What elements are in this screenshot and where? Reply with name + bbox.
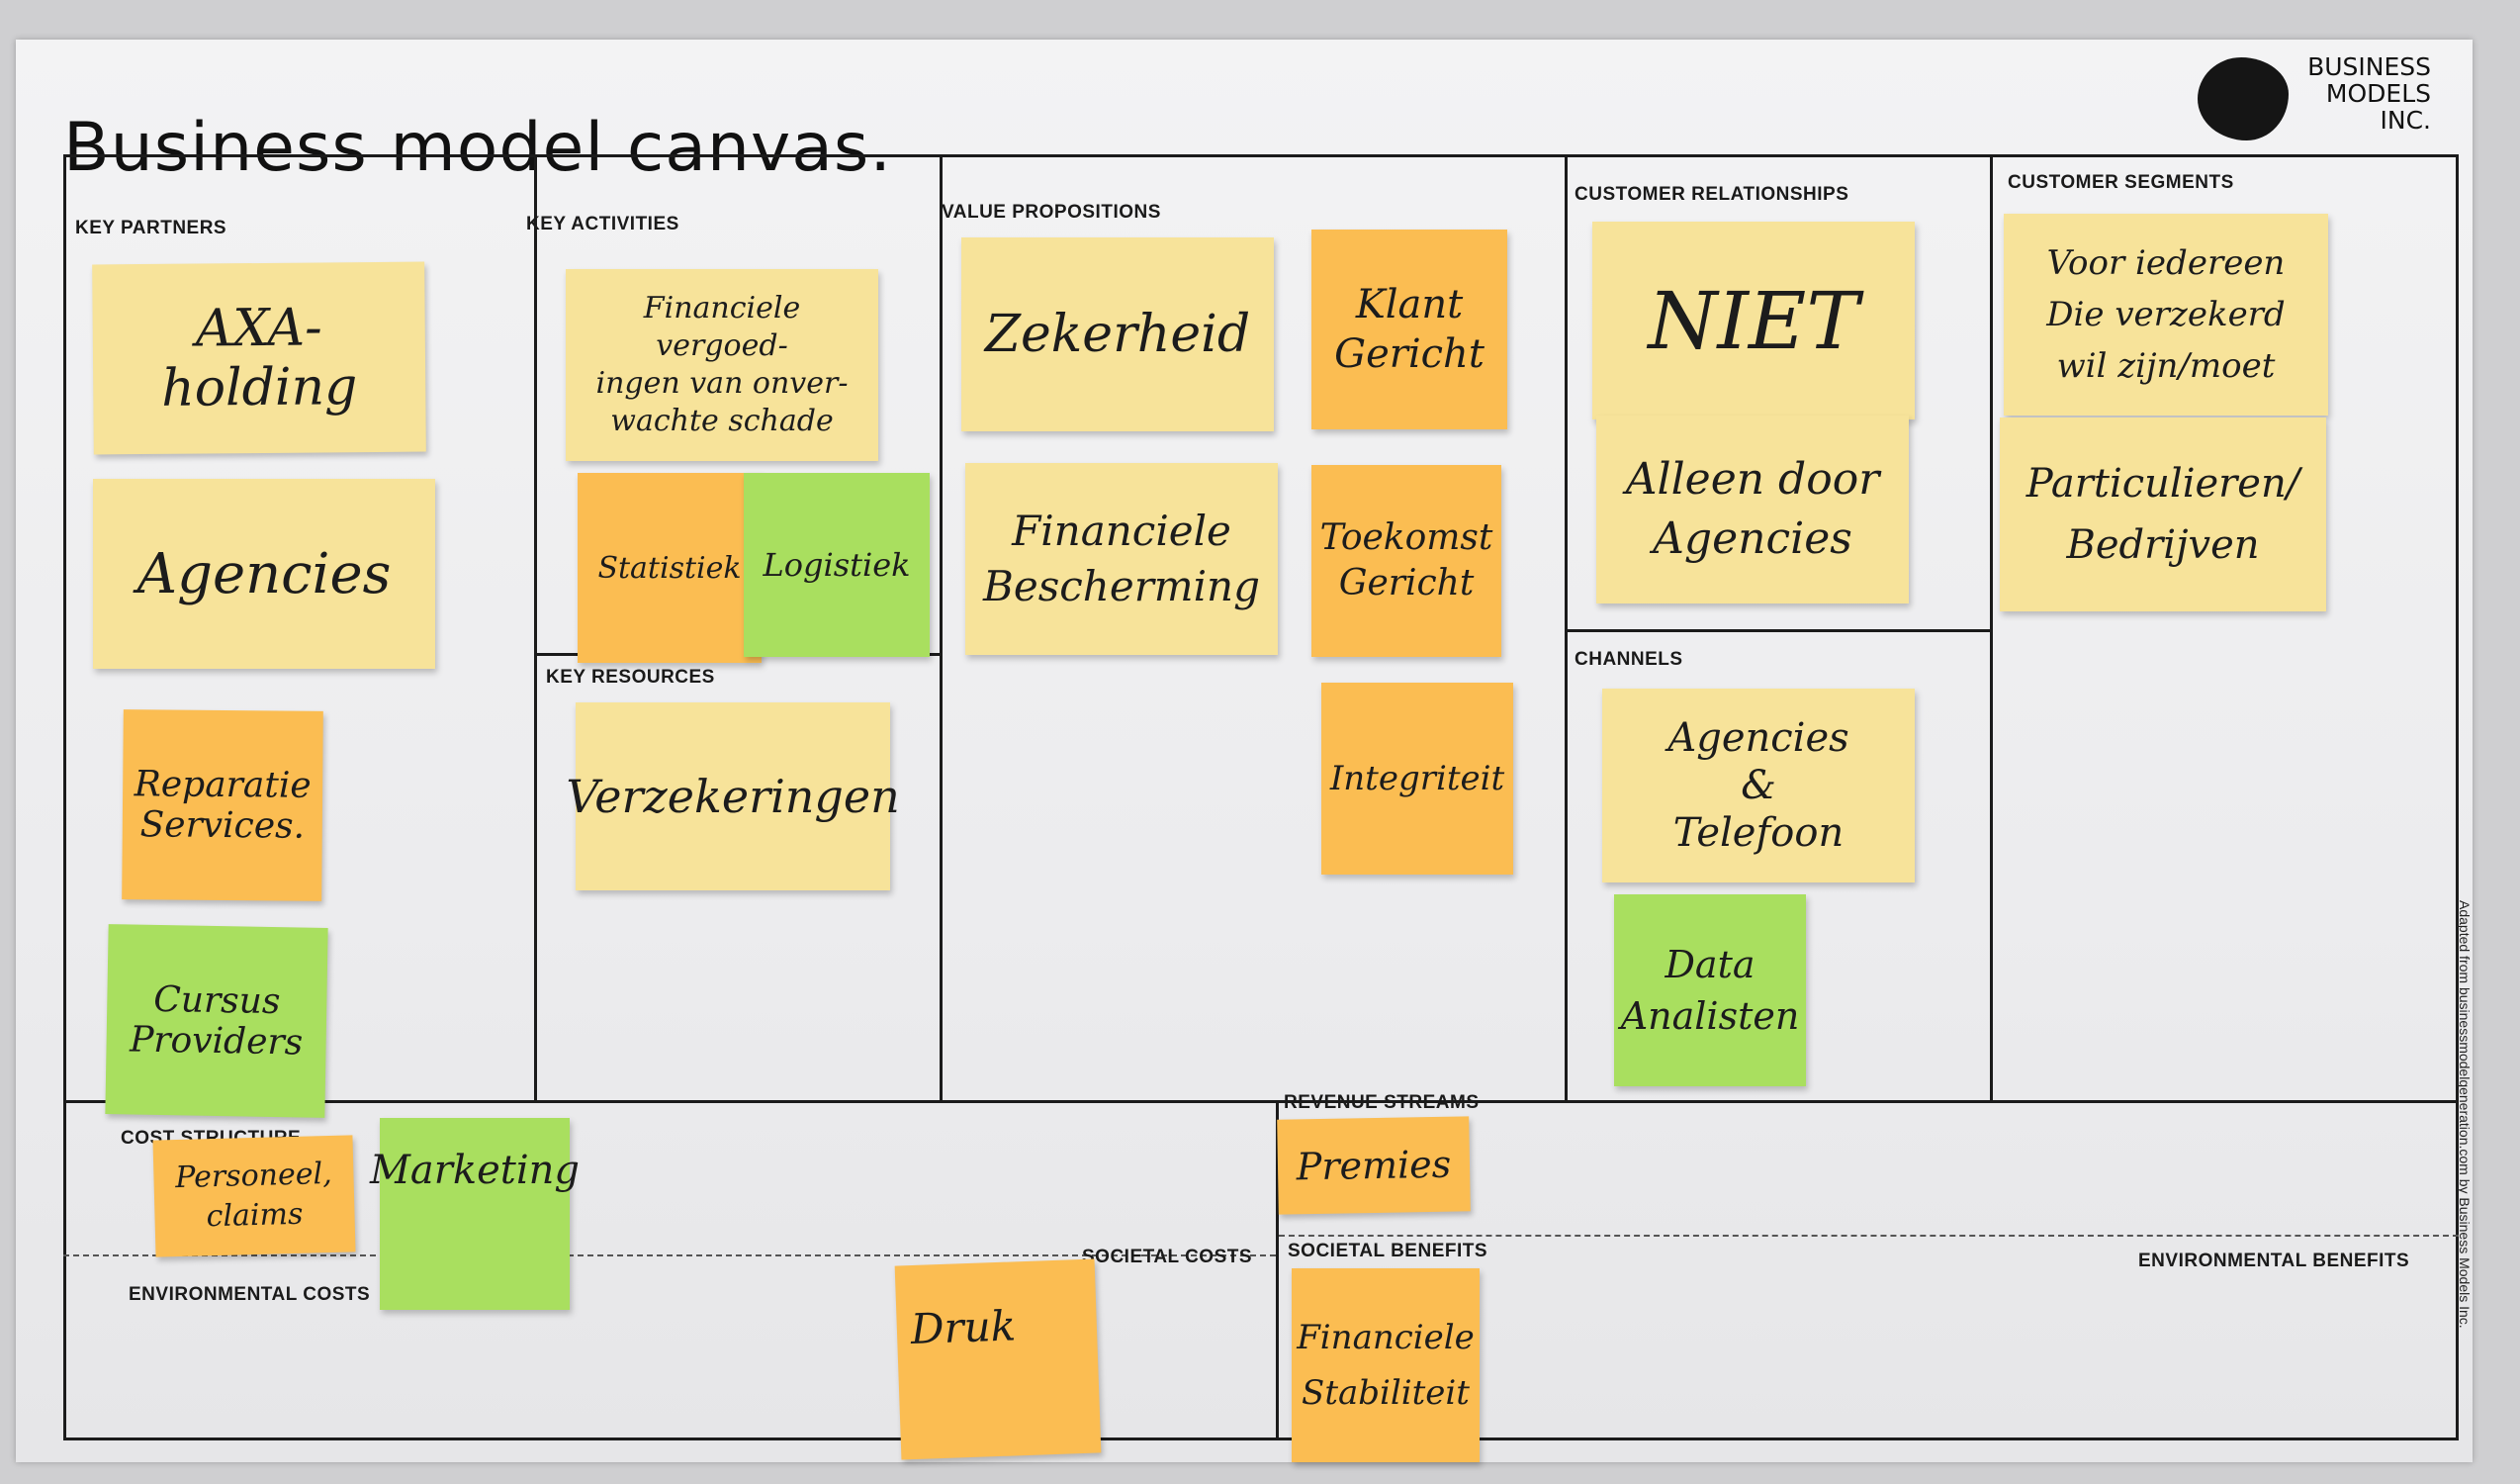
sticky-note-financiele-vergoedingen: Financiele vergoed- ingen van onver- wac… (566, 269, 878, 461)
sticky-note-toekomst-gericht: Toekomst Gericht (1311, 465, 1501, 657)
divider-relationships-segments (1990, 154, 1993, 1100)
brand-name: BUSINESS MODELS INC. (2307, 52, 2431, 135)
sticky-note-axa-holding: AXA-holding (92, 261, 426, 455)
label-key-partners: KEY PARTNERS (75, 218, 227, 238)
sticky-note-integriteit: Integriteit (1321, 683, 1513, 875)
label-key-activities: KEY ACTIVITIES (526, 214, 679, 234)
sticky-note-data-analisten: Data Analisten (1614, 894, 1806, 1086)
sticky-note-agencies-telefoon: Agencies & Telefoon (1602, 689, 1915, 882)
sticky-note-statistiek: Statistiek (578, 473, 762, 663)
sticky-note-niet: NIET (1592, 222, 1915, 419)
sticky-note-financiele-bescherming: Financiele Bescherming (965, 463, 1278, 655)
sticky-note-marketing: Marketing (370, 1118, 580, 1310)
sticky-note-premies: Premies (1277, 1116, 1471, 1215)
sticky-note-cursus-providers: Cursus Providers (105, 924, 328, 1118)
sticky-note-klant-gericht: Klant Gericht (1311, 230, 1507, 429)
label-environmental-costs: ENVIRONMENTAL COSTS (129, 1284, 371, 1305)
label-societal-benefits: SOCIETAL BENEFITS (1288, 1241, 1488, 1261)
dashed-line-cost (63, 1254, 1276, 1256)
sticky-note-verzekeringen: Verzekeringen (566, 702, 900, 890)
canvas-grid-frame (63, 154, 2459, 1440)
canvas-title: Business model canvas. (63, 109, 892, 187)
divider-partners-activities (534, 154, 537, 1100)
sticky-note-particulieren-bedrijven: Particulieren/ Bedrijven (2000, 417, 2326, 611)
sticky-note-logistiek: Logistiek (744, 473, 930, 657)
label-societal-costs: SOCIETAL COSTS (1082, 1247, 1253, 1267)
sticky-note-voor-iedereen: Voor iedereen Die verzekerd wil zijn/moe… (2004, 214, 2328, 416)
brand-logo-icon (2198, 57, 2289, 140)
sticky-note-zekerheid: Zekerheid (961, 237, 1274, 431)
divider-value-relationships (1565, 154, 1568, 1100)
divider-relationships-channels (1565, 629, 1993, 632)
sticky-note-personeel-claims: Personeel, claims (152, 1135, 356, 1257)
sticky-note-agencies: Agencies (93, 479, 435, 669)
label-environmental-benefits: ENVIRONMENTAL BENEFITS (2138, 1251, 2410, 1271)
attribution-credit: Adapted from businessmodelgeneration.com… (2457, 900, 2473, 1329)
sticky-note-alleen-door-agencies: Alleen door Agencies (1596, 416, 1909, 603)
sticky-note-druk: Druk (894, 1258, 1102, 1460)
divider-cost-revenue (1276, 1100, 1279, 1440)
label-revenue-streams: REVENUE STREAMS (1284, 1092, 1480, 1113)
sticky-note-financiele-stabiliteit: Financiele Stabiliteit (1292, 1268, 1480, 1462)
label-value-propositions: VALUE PROPOSITIONS (942, 202, 1161, 223)
label-channels: CHANNELS (1575, 649, 1683, 670)
label-customer-relationships: CUSTOMER RELATIONSHIPS (1575, 184, 1849, 205)
divider-main-bottom (63, 1100, 2459, 1103)
label-customer-segments: CUSTOMER SEGMENTS (2008, 172, 2234, 193)
divider-activities-value (940, 154, 943, 1100)
dashed-line-revenue (1279, 1235, 2459, 1237)
sticky-note-reparatie-services: Reparatie Services. (122, 709, 323, 901)
label-key-resources: KEY RESOURCES (546, 667, 715, 688)
